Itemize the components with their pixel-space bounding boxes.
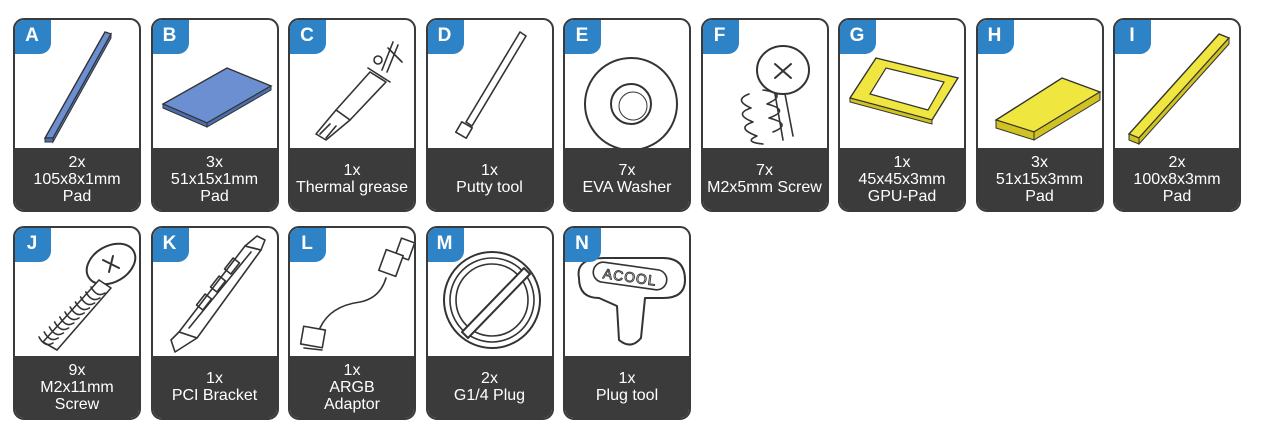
item-description-line: Pad [1025,187,1054,205]
item-description-line: Screw [54,395,100,413]
item-description-line: G1/4 Plug [453,387,526,404]
item-description-line: GPU-Pad [867,187,937,205]
long-pad-icon [43,31,113,144]
item-description-line: Thermal grease [295,179,409,196]
item-letter-badge: J [15,228,51,262]
frame-pad-icon [848,57,960,125]
item-quantity: 2x [1168,153,1186,171]
item-letter-badge: K [152,228,189,262]
syringe-icon [315,41,403,141]
thick-pad-icon [993,77,1102,141]
item-quantity: 1x [893,153,911,171]
item-letter-badge: H [977,20,1014,54]
plug-tool-icon: ACOOL [577,257,686,346]
item-description-line: 100x8x3mm [1133,170,1221,188]
item-description-line: 51x15x3mm [995,170,1084,188]
item-quantity: 2x [68,153,86,171]
item-description-line: 105x8x1mm [33,170,121,188]
item-description-line: Plug tool [595,387,659,404]
item-description-line: ARGB [329,378,375,396]
item-description-line: M2x5mm Screw [707,179,822,196]
item-quantity: 1x [343,162,361,179]
item-description-line: Pad [1162,187,1192,205]
washer-icon [584,57,678,150]
plug-icon [442,251,541,349]
item-description-line: 45x45x3mm [858,170,946,188]
item-letter-badge: M [427,228,464,262]
item-quantity: 1x [618,370,636,387]
item-description-line: Putty tool [456,179,523,196]
item-quantity: 1x [206,370,223,387]
item-letter-badge: A [15,20,51,54]
item-quantity: 7x [756,162,773,179]
item-letter-badge: N [565,228,601,262]
item-letter-badge: L [290,228,326,262]
item-letter-badge: F [702,20,739,54]
long-screw-icon [38,242,137,351]
item-description-line: Pad [62,187,92,205]
item-letter-badge: C [290,20,326,54]
item-quantity: 1x [481,162,498,179]
item-description-line: 51x15x1mm [170,170,259,188]
item-letter-badge: G [840,20,876,54]
item-letter-badge: E [565,20,601,54]
long-thick-pad-icon [1127,33,1231,146]
item-quantity: 2x [481,370,498,387]
item-letter-badge: I [1115,20,1151,54]
item-quantity: 1x [343,361,361,379]
item-description-line: Adaptor [323,395,381,413]
item-letter-badge: B [152,20,189,54]
item-description-line: EVA Washer [582,179,672,196]
item-quantity: 9x [68,361,86,379]
spatula-icon [454,31,527,139]
item-quantity: 3x [206,153,223,171]
item-quantity: 7x [618,162,636,179]
spring-screw-icon [740,45,810,145]
item-letter-badge: D [427,20,464,54]
pci-bracket-icon [169,235,266,353]
wide-pad-icon [160,67,273,128]
item-description-line: Pad [200,187,229,205]
item-description-line: PCI Bracket [171,387,258,404]
item-quantity: 3x [1031,153,1048,171]
item-description-line: M2x11mm [40,378,114,396]
argb-cable-icon [299,237,414,351]
